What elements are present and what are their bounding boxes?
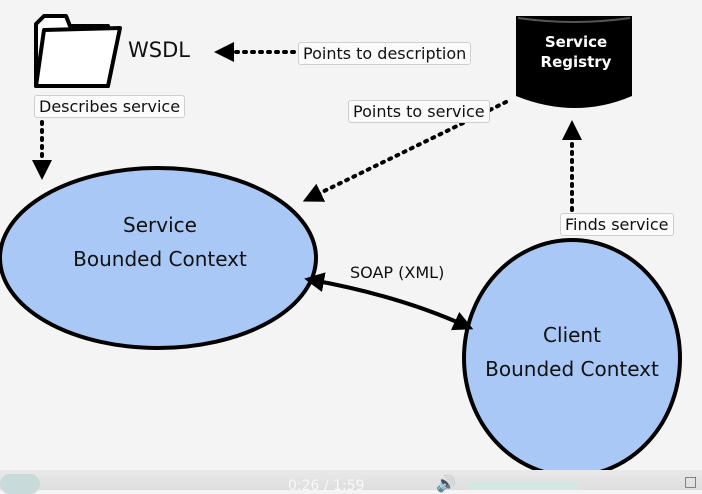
client-line1: Client xyxy=(543,323,601,347)
service-registry-label: Service Registry xyxy=(521,32,631,72)
service-bounded-context-ellipse xyxy=(0,166,318,350)
points-to-service-label: Points to service xyxy=(348,100,490,123)
folder-icon xyxy=(34,14,122,88)
speaker-icon[interactable]: 🔊 xyxy=(436,474,456,493)
registry-line2: Registry xyxy=(540,53,612,71)
soap-connection-arrow xyxy=(304,272,474,331)
service-context-text: Service Bounded Context xyxy=(20,208,300,276)
service-line1: Service xyxy=(123,213,197,237)
describes-service-label: Describes service xyxy=(34,95,186,118)
volume-slider[interactable] xyxy=(468,482,578,490)
play-button[interactable] xyxy=(0,474,40,494)
fullscreen-icon[interactable]: □ xyxy=(684,474,698,490)
client-context-text: Client Bounded Context xyxy=(470,318,674,386)
finds-service-label: Finds service xyxy=(560,213,674,236)
service-line2: Bounded Context xyxy=(73,247,247,271)
playback-time: 0:26 / 1:59 xyxy=(288,478,365,494)
client-line2: Bounded Context xyxy=(485,357,659,381)
soap-label: SOAP (XML) xyxy=(350,263,445,282)
points-to-description-label: Points to description xyxy=(298,42,472,65)
registry-line1: Service xyxy=(544,33,608,51)
wsdl-label: WSDL xyxy=(128,38,190,62)
service-registry-cylinder xyxy=(516,16,632,108)
